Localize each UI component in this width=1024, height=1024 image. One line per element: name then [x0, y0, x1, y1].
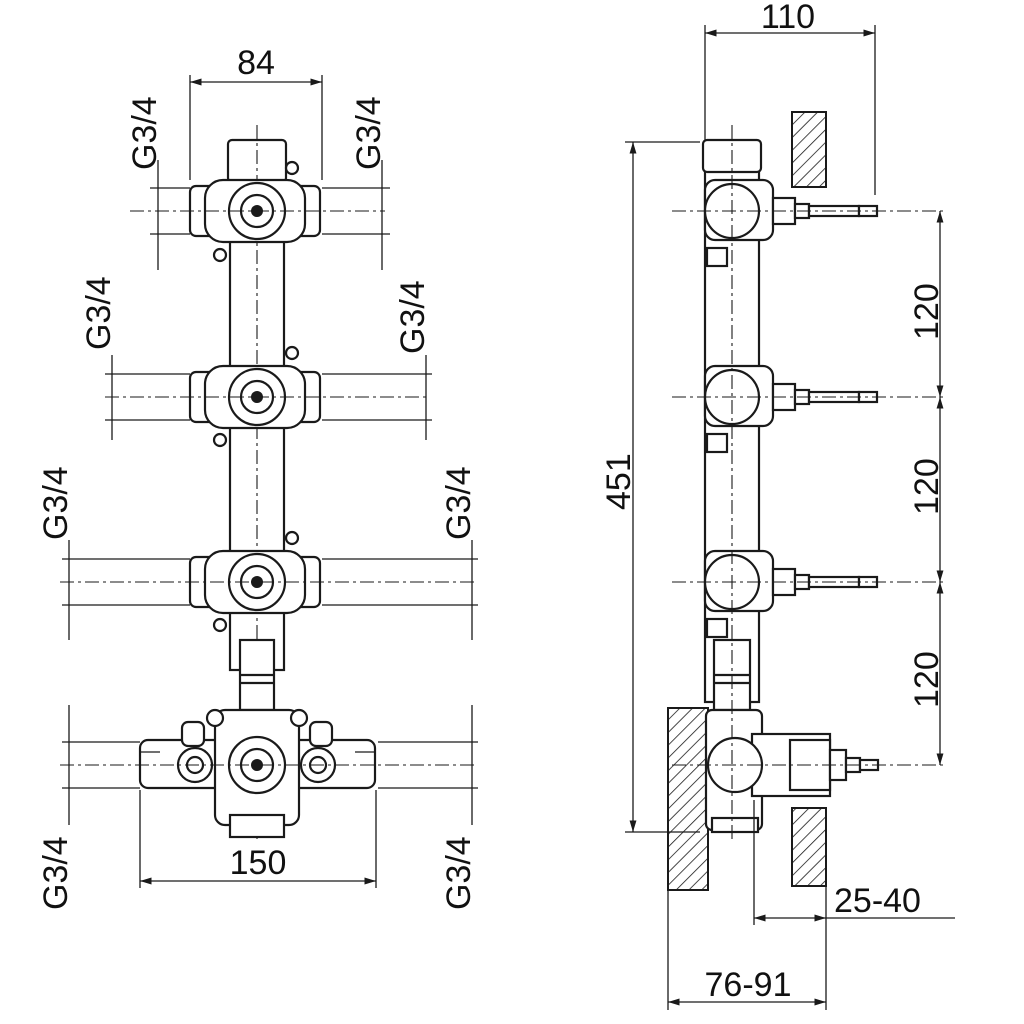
wall-upper — [791, 111, 827, 188]
dim-spacing-2-label: 120 — [908, 458, 946, 515]
side-outlet-3 — [672, 549, 945, 639]
side-outlet-2 — [672, 364, 945, 454]
thread-label-2: G3/4 — [350, 96, 388, 170]
thread-label-6: G3/4 — [440, 466, 478, 540]
thread-label-5: G3/4 — [37, 466, 75, 540]
dim-wall-range-label: 25-40 — [834, 882, 921, 920]
front-outlet-2 — [105, 345, 428, 448]
front-mixer-body — [60, 708, 476, 839]
dim-spacing-1-label: 120 — [908, 283, 946, 340]
dim-top-width-label: 84 — [237, 44, 275, 82]
wall-lower — [791, 807, 827, 887]
dim-overall-height-label: 451 — [600, 453, 638, 510]
dim-overall-height: 451 — [600, 141, 700, 833]
dim-top-depth: 110 — [704, 0, 876, 195]
dim-wall-range: 25-40 — [753, 800, 955, 925]
thread-label-1: G3/4 — [126, 96, 164, 170]
thread-dim-lines — [62, 160, 478, 825]
front-outlet-1 — [130, 160, 385, 263]
thread-label-8: G3/4 — [440, 836, 478, 910]
dim-depth-range: 76-91 — [667, 890, 827, 1010]
front-view: 84 150 — [37, 44, 478, 910]
side-view: 451 110 120 120 120 25-40 — [600, 0, 955, 1010]
thread-label-4: G3/4 — [394, 280, 432, 354]
dim-spacings: 120 120 120 — [908, 211, 946, 765]
dim-depth-range-label: 76-91 — [705, 966, 792, 1004]
thread-label-3: G3/4 — [80, 276, 118, 350]
side-mixer-body — [672, 708, 945, 834]
thread-label-7: G3/4 — [37, 836, 75, 910]
dim-bottom-width: 150 — [139, 790, 377, 888]
dim-spacing-3-label: 120 — [908, 651, 946, 708]
wall-back — [667, 707, 709, 891]
dim-bottom-width-label: 150 — [230, 844, 287, 882]
front-outlet-3 — [60, 530, 476, 633]
dim-top-width: 84 — [189, 44, 323, 180]
side-outlet-1 — [672, 178, 945, 268]
dim-top-depth-label: 110 — [761, 0, 815, 36]
